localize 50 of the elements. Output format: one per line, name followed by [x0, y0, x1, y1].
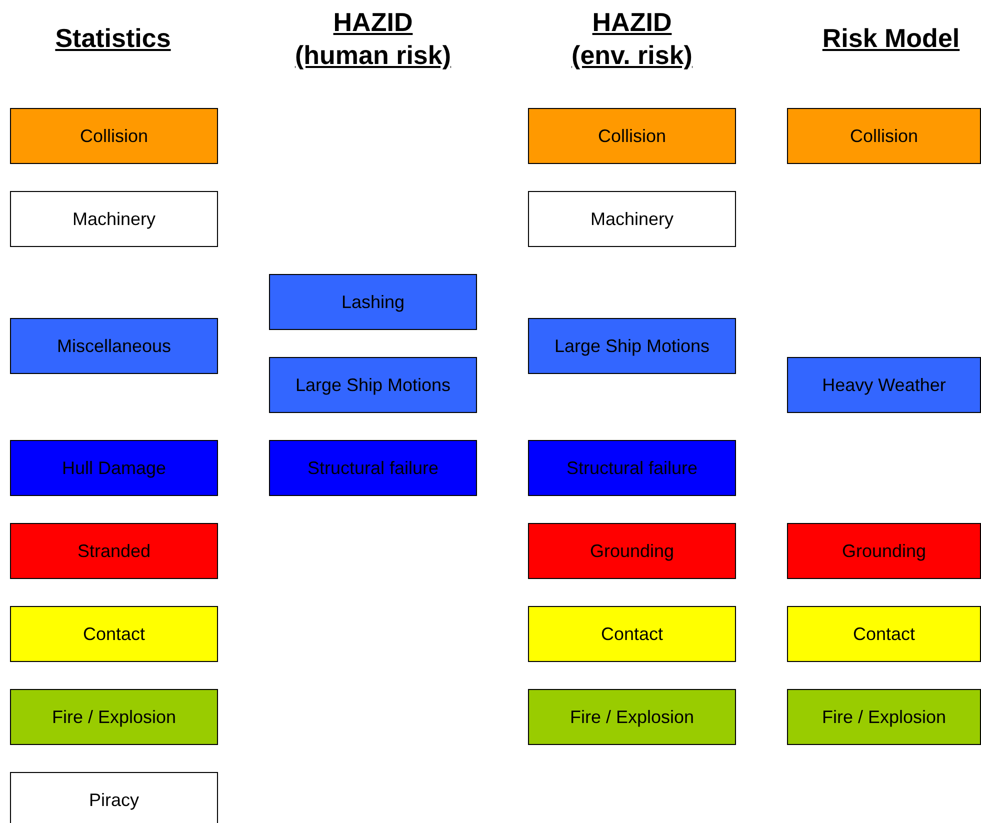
category-box [787, 689, 981, 745]
category-label: Grounding [842, 540, 926, 562]
category-box [269, 440, 477, 496]
category-box [787, 523, 981, 579]
category-box [787, 357, 981, 413]
category-box [10, 772, 218, 823]
category-box [10, 440, 218, 496]
category-box [10, 606, 218, 662]
category-label: Fire / Explosion [52, 706, 176, 728]
category-label: Large Ship Motions [554, 336, 710, 356]
category-label: Fire / Explosion [570, 706, 694, 728]
category-box [10, 689, 218, 745]
category-label: Stranded [77, 540, 151, 562]
category-label: Grounding [590, 540, 674, 562]
category-box [10, 318, 218, 374]
category-label: Contact [600, 624, 664, 644]
category-label: Collision [80, 126, 148, 146]
category-box [528, 318, 736, 374]
category-label: Large Ship Motions [295, 374, 451, 396]
category-box [528, 108, 736, 164]
category-label: Miscellaneous [56, 336, 172, 356]
category-box [10, 191, 218, 247]
column-heading: HAZID (env. risk) [570, 6, 694, 72]
category-label: Structural failure [307, 458, 439, 478]
category-box [528, 606, 736, 662]
category-label: Machinery [590, 208, 674, 230]
category-label: Piracy [88, 790, 139, 810]
column-heading: HAZID (human risk) [294, 6, 452, 72]
category-box [269, 357, 477, 413]
category-label: Contact [852, 624, 916, 644]
category-label: Lashing [341, 292, 405, 312]
category-box [528, 191, 736, 247]
category-box [10, 523, 218, 579]
column-heading: Statistics [54, 22, 172, 55]
category-label: Heavy Weather [822, 374, 946, 396]
category-box [528, 689, 736, 745]
category-box [10, 108, 218, 164]
category-box [528, 523, 736, 579]
category-label: Machinery [72, 208, 156, 230]
category-label: Hull Damage [62, 458, 166, 478]
column-heading: Risk Model [821, 22, 961, 55]
category-box [528, 440, 736, 496]
category-box [787, 108, 981, 164]
category-label: Fire / Explosion [822, 706, 946, 728]
category-box [269, 274, 477, 330]
category-label: Collision [850, 126, 918, 146]
category-box [787, 606, 981, 662]
category-label: Contact [82, 624, 146, 644]
category-label: Collision [598, 126, 666, 146]
category-label: Structural failure [566, 458, 698, 478]
